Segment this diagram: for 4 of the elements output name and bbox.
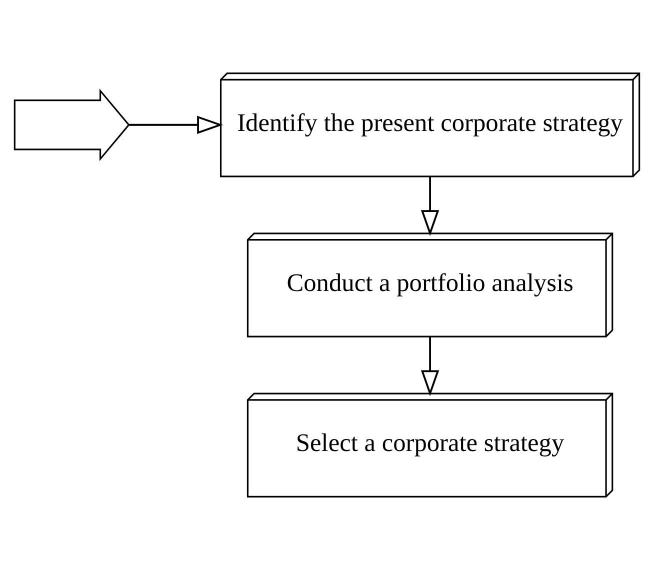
arrow [420, 336, 440, 396]
node-arrow [14, 88, 130, 161]
arrow [420, 176, 440, 236]
arrow [129, 115, 224, 134]
